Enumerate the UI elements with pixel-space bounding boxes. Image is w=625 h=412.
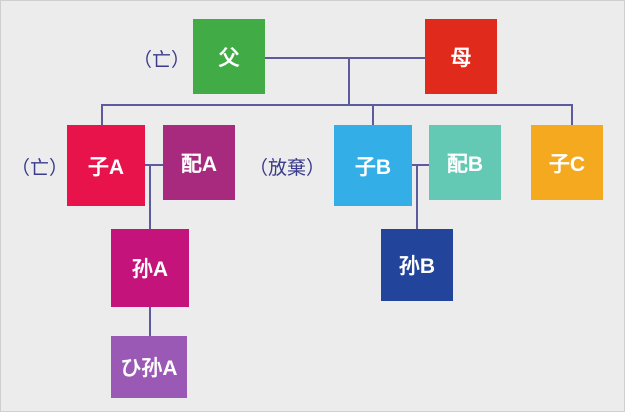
connector-father-mother-horizontal xyxy=(265,57,425,59)
connector-child-b-stem xyxy=(372,104,374,126)
connector-couple-drop-to-bus xyxy=(348,57,350,105)
node-child-b[interactable]: 子B xyxy=(334,125,412,206)
connector-grandchild-a-stem xyxy=(149,164,151,230)
node-child-c[interactable]: 子C xyxy=(531,125,603,200)
connector-great-grandchild-a-stem xyxy=(149,306,151,337)
node-child-a[interactable]: 子A xyxy=(67,125,145,206)
node-grandchild-a[interactable]: 孙A xyxy=(111,229,189,307)
node-great-grandchild-a[interactable]: ひ孙A xyxy=(111,336,187,398)
node-mother[interactable]: 母 xyxy=(425,19,497,94)
connector-child-c-stem xyxy=(571,104,573,126)
connector-child-a-stem xyxy=(101,104,103,126)
connector-grandchild-b-stem xyxy=(416,164,418,230)
connector-child-b-spouse-b-link xyxy=(412,164,429,166)
annotation-father-deceased: （亡） xyxy=(133,50,191,71)
annotation-child-b-renounce: （放棄） xyxy=(249,158,326,179)
node-father[interactable]: 父 xyxy=(193,19,265,94)
connector-children-bus xyxy=(101,104,573,106)
connector-child-a-spouse-a-link xyxy=(145,164,163,166)
node-spouse-b[interactable]: 配B xyxy=(429,125,501,200)
node-spouse-a[interactable]: 配A xyxy=(163,125,235,200)
node-grandchild-b[interactable]: 孙B xyxy=(381,229,453,301)
annotation-child-a-deceased: （亡） xyxy=(11,158,69,179)
